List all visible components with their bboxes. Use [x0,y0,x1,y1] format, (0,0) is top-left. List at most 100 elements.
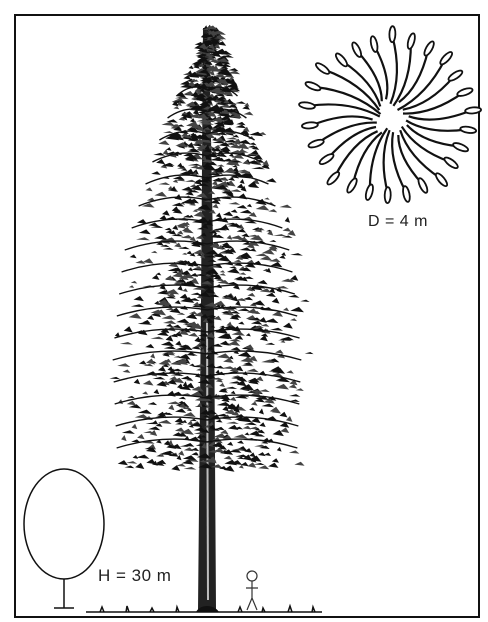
foliage-tuft [228,202,240,205]
foliage-tuft [280,427,289,433]
rosette-leaf [389,26,395,42]
foliage-tuft [240,210,253,214]
foliage-tuft [188,267,193,271]
foliage-tuft [228,68,238,71]
foliage-tuft [182,253,187,255]
foliage-tuft [281,252,286,256]
foliage-tuft [161,315,175,320]
foliage-tuft [158,420,172,424]
foliage-tuft [181,376,192,380]
foliage-tuft [262,160,269,166]
foliage-tuft [166,119,177,123]
foliage-tuft [224,387,237,389]
foliage-tuft [152,275,160,280]
foliage-tuft [286,370,293,373]
foliage-tuft [117,363,130,367]
rosette-leaf [299,101,316,109]
foliage-tuft [176,319,190,324]
foliage-tuft [184,447,194,451]
foliage-tuft [237,205,248,209]
foliage-tuft [275,350,284,354]
foliage-tuft [251,402,258,406]
foliage-tuft [158,140,169,145]
foliage-tuft [137,434,145,439]
rosette-leaf [350,41,362,58]
foliage-tuft [185,180,197,183]
rosette-leaf [304,80,321,92]
foliage-tuft [226,137,238,139]
foliage-tuft [227,322,233,327]
foliage-tuft [133,455,138,459]
foliage-tuft [175,341,182,346]
foliage-tuft [258,465,269,469]
foliage-tuft [146,422,160,424]
foliage-tuft [186,251,192,255]
foliage-tuft [232,331,246,336]
foliage-tuft [168,404,174,410]
foliage-tuft [220,270,225,273]
foliage-tuft [294,462,304,466]
rosette-leaf [452,141,469,153]
foliage-tuft [121,435,127,441]
rosette-leaf [308,138,325,149]
rosette-leaf [447,69,464,83]
foliage-tuft [216,420,223,423]
foliage-tuft [127,401,137,406]
foliage-tuft [139,229,151,234]
foliage-tuft [175,300,181,304]
foliage-tuft [227,442,233,446]
foliage-tuft [136,455,150,459]
rosette-leaf [423,40,436,57]
foliage-tuft [175,409,186,413]
foliage-tuft [253,463,265,465]
foliage-tuft [177,384,183,389]
foliage-tuft [212,204,218,209]
foliage-tuft [175,428,185,433]
foliage-tuft [131,281,138,284]
foliage-tuft [109,377,120,379]
foliage-tuft [266,178,277,182]
foliage-tuft [163,248,174,250]
foliage-tuft [288,295,300,298]
foliage-tuft [165,308,174,311]
foliage-tuft [236,122,245,125]
rosette-leaf [456,87,473,98]
foliage-tuft [215,370,220,375]
foliage-tuft [234,260,242,263]
foliage-tuft [122,430,135,434]
foliage-tuft [275,384,289,390]
foliage-tuft [270,328,283,331]
rosette-leaf [384,187,390,203]
rosette-arm [343,62,381,107]
rosette-leaf [334,52,349,68]
foliage-tuft [132,424,138,429]
foliage-tuft [244,103,249,107]
foliage-tuft [164,346,177,349]
foliage-tuft [175,418,184,424]
foliage-tuft [166,147,171,151]
foliage-tuft [216,213,222,218]
foliage-tuft [268,463,278,468]
foliage-tuft [244,432,249,435]
foliage-tuft [285,217,290,223]
foliage-tuft [231,209,238,213]
foliage-tuft [246,333,251,336]
foliage-tuft [118,460,128,465]
foliage-tuft [151,171,161,175]
branch-stroke [115,395,207,404]
foliage-tuft [269,240,276,242]
foliage-tuft [283,308,289,312]
foliage-tuft [229,266,237,268]
foliage-tuft [237,229,247,233]
foliage-tuft [147,315,154,320]
foliage-tuft [272,458,279,462]
foliage-tuft [145,344,154,348]
foliage-tuft [138,410,152,414]
rosette-leaf [302,122,318,129]
foliage-tuft [247,204,252,207]
foliage-tuft [173,176,185,180]
rosette-leaf [443,156,459,170]
rosette-arm [406,120,466,130]
foliage-tuft [262,404,275,408]
foliage-tuft [283,228,292,232]
